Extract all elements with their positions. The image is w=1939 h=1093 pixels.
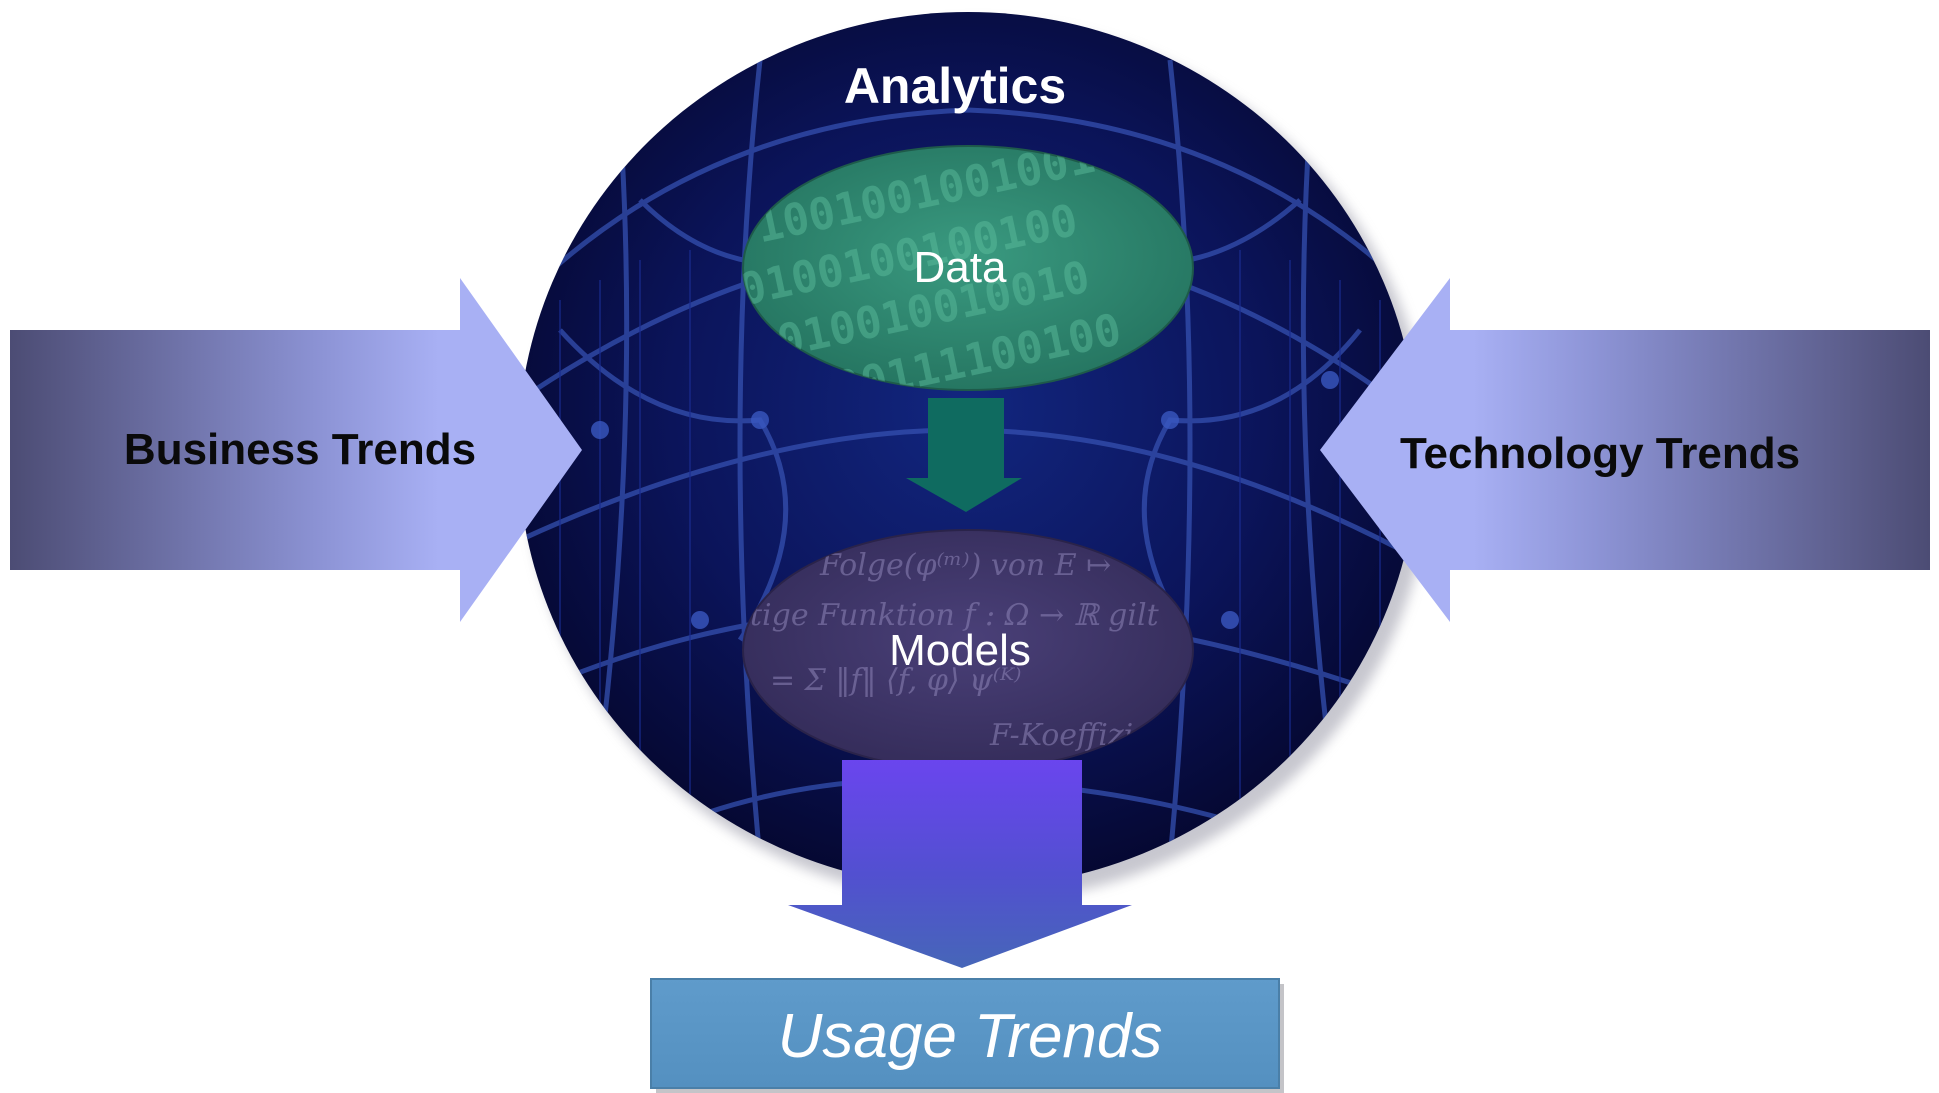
analytics-title: Analytics [844,58,1066,114]
data-node: 1001001001001 0100100100100 001001001001… [742,145,1194,391]
usage-trends-box: Usage Trends [650,978,1284,1093]
usage-trends-label: Usage Trends [778,1002,1163,1071]
data-label: Data [914,243,1007,292]
network-nodes [591,252,1339,629]
business-trends-arrow: Business Trends [10,278,582,622]
models-label: Models [889,626,1031,675]
models-node: Folge(φ⁽ᵐ⁾) von E ↦ tige Funktion f : Ω … [742,529,1194,771]
svg-text:= Σ ‖f‖ ⟨f, φ⟩ ψ⁽ᴷ⁾: = Σ ‖f‖ ⟨f, φ⟩ ψ⁽ᴷ⁾ [770,663,1021,698]
technology-trends-arrow: Technology Trends [1320,278,1930,622]
svg-text:Folge(φ⁽ᵐ⁾) von E ↦: Folge(φ⁽ᵐ⁾) von E ↦ [819,548,1111,583]
business-trends-label: Business Trends [124,425,476,474]
technology-trends-label: Technology Trends [1400,429,1800,478]
formula-texture: Folge(φ⁽ᵐ⁾) von E ↦ tige Funktion f : Ω … [750,548,1160,753]
svg-text:tige Funktion f : Ω → ℝ gilt: tige Funktion f : Ω → ℝ gilt [750,598,1160,633]
models-to-usage-arrow [788,760,1132,968]
data-to-models-arrow [906,398,1022,512]
